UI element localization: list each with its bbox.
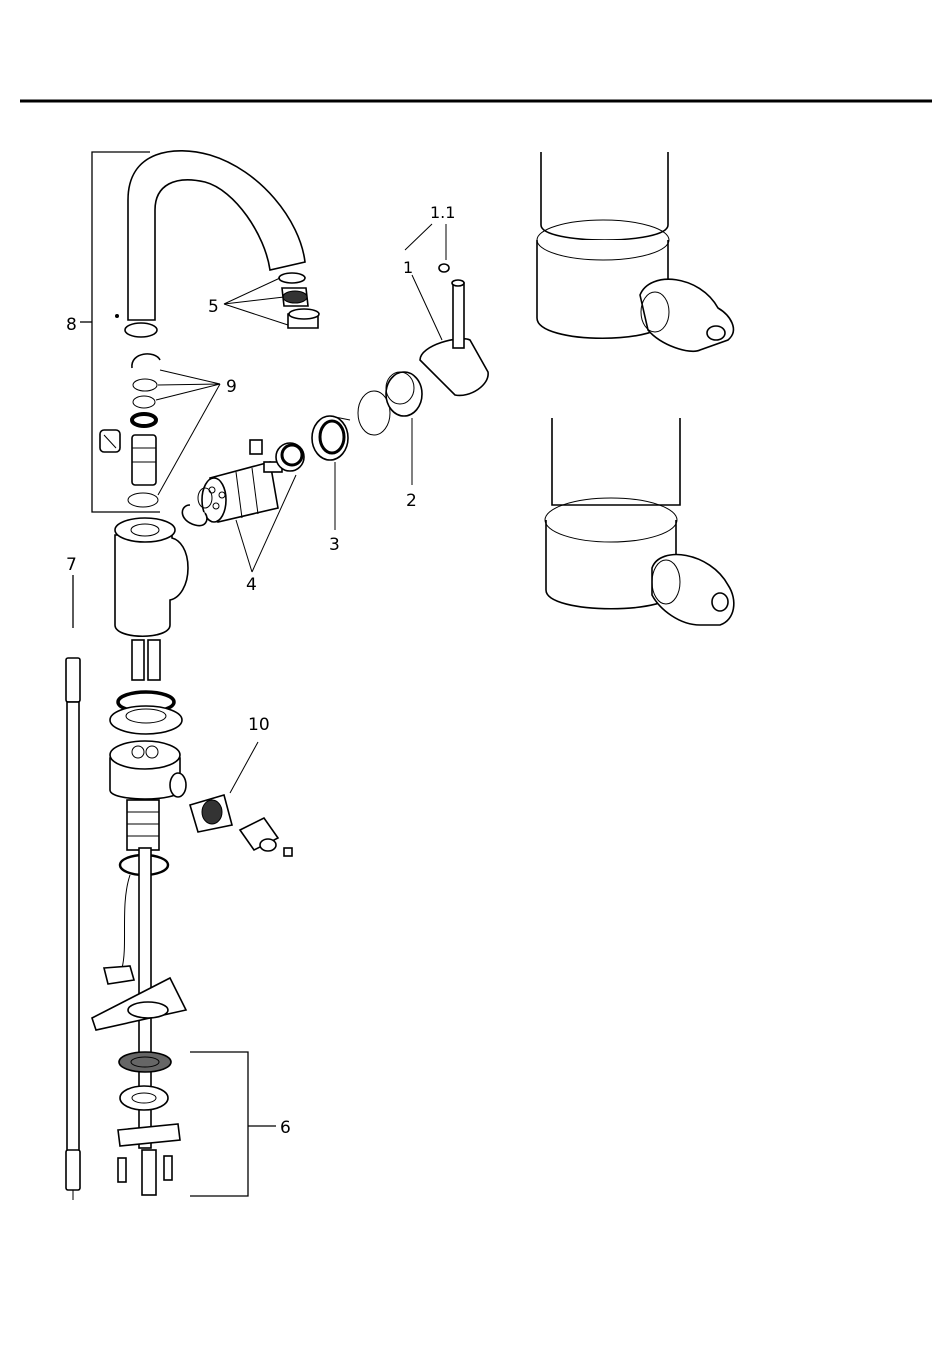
detail-view-top (537, 152, 733, 351)
callout-2: 2 (406, 491, 417, 511)
seal-stack (100, 354, 160, 507)
mixer-body (115, 518, 188, 636)
threaded-ring-4 (276, 443, 304, 471)
callout-4: 4 (246, 575, 257, 595)
aerator-parts (279, 273, 319, 328)
lever-handle-1 (420, 264, 488, 395)
callout-7: 7 (66, 555, 77, 575)
cartridge (182, 440, 282, 526)
bracket-6 (190, 1052, 248, 1196)
callout-1: 1 (403, 258, 413, 277)
callout-8: 8 (66, 315, 77, 335)
callout-1-1: 1.1 (430, 203, 455, 222)
callout-10: 10 (248, 715, 270, 735)
detail-view-bottom (545, 418, 734, 625)
callout-3: 3 (329, 535, 340, 555)
supply-hose-7 (66, 575, 80, 1200)
callout-9: 9 (226, 377, 237, 397)
sleeve-2 (386, 372, 422, 416)
o-ring (358, 391, 390, 435)
base-body-stack (92, 640, 186, 1195)
callout-6: 6 (280, 1118, 291, 1138)
diverter-10 (190, 795, 292, 856)
nut-3 (312, 416, 350, 460)
callout-5: 5 (208, 297, 219, 317)
